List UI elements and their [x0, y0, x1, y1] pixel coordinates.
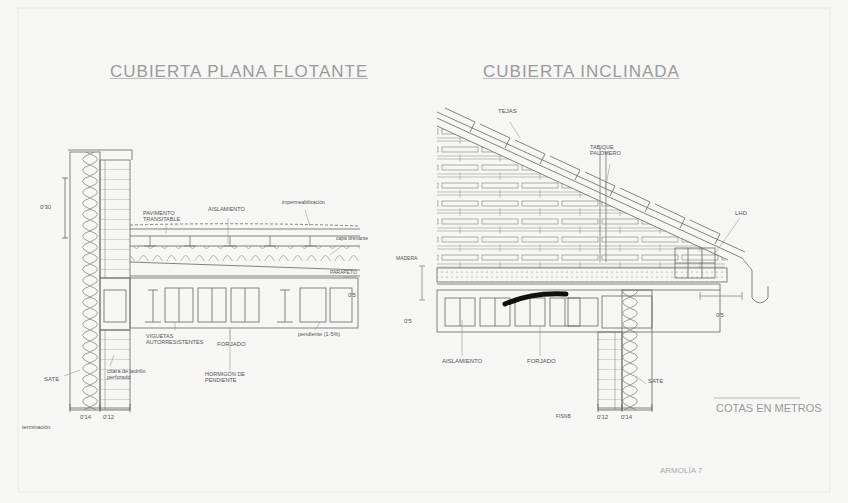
- annotation-label: TEJAS: [498, 108, 517, 115]
- annotation-label: ARMOLÍA 7: [660, 466, 702, 475]
- annotation-label: TABIQUE PALOMERO: [590, 144, 630, 157]
- annotation-label: impermeabilización: [282, 200, 325, 206]
- annotation-label: LHD: [735, 210, 747, 217]
- annotation-label: PAVIMENTO TRANSITABLE: [143, 210, 191, 223]
- annotation-label: 0'12: [103, 414, 114, 421]
- annotation-label: VIGUETAS AUTORRESISTENTES: [146, 333, 216, 346]
- annotation-label: SATE: [648, 378, 663, 385]
- annotation-label: citara de ladrillo perforado: [107, 368, 157, 381]
- annotation-label: terminación: [22, 424, 50, 430]
- annotation-label: PARAPETO: [330, 270, 357, 276]
- annotation-label: AISLAMIENTO: [442, 358, 482, 365]
- annotation-label: pendiente (1-5%): [298, 331, 340, 337]
- drawing-title: CUBIERTA INCLINADA: [483, 62, 680, 82]
- annotation-label: 0'14: [621, 414, 632, 421]
- drawing-title: CUBIERTA PLANA FLOTANTE: [110, 62, 368, 82]
- annotation-label: 0'5: [716, 312, 724, 319]
- annotation-label: 0'14: [80, 414, 91, 421]
- annotation-label: MADERA: [396, 256, 417, 262]
- annotation-label: HORMIGÓN DE PENDIENTE: [205, 371, 265, 384]
- annotation-label: FORJADO: [527, 358, 556, 365]
- annotation-label: 0'12: [597, 414, 608, 421]
- annotation-label: 0'30: [40, 204, 51, 211]
- annotation-label: AISLAMIENTO: [208, 206, 245, 212]
- annotation-label: COTAS EN METROS: [716, 402, 822, 415]
- annotation-label: 0'5: [404, 318, 412, 325]
- annotation-label: capa drenante: [336, 236, 370, 242]
- annotation-label: 0'5: [348, 292, 356, 299]
- annotation-label: SATE: [44, 376, 59, 383]
- annotation-label: FISNB: [556, 414, 571, 420]
- annotation-label: FORJADO: [217, 341, 246, 348]
